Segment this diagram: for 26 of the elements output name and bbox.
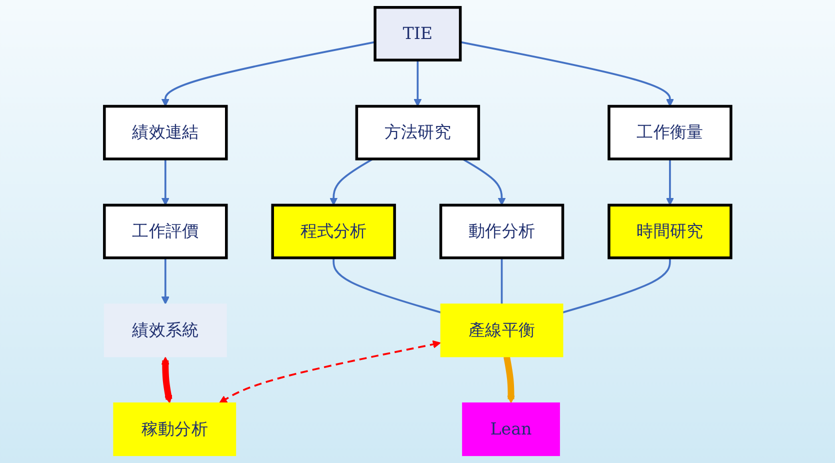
node-box: 產線平衡	[440, 304, 564, 358]
node-box: 稼動分析	[113, 402, 236, 456]
node-box: 工作評價	[102, 204, 228, 260]
arrow	[413, 60, 422, 107]
node-box: 程式分析	[271, 204, 396, 260]
arrow	[460, 41, 674, 107]
arrow	[161, 356, 172, 404]
node-box: 動作分析	[439, 204, 564, 260]
arrow	[462, 158, 506, 206]
arrow	[161, 41, 376, 107]
connector	[332, 258, 441, 314]
arrow	[161, 158, 170, 206]
node-box: 方法研究	[355, 104, 480, 160]
arrow	[666, 158, 674, 206]
arrow	[329, 158, 374, 206]
node-box: 績效系統	[104, 304, 227, 358]
node-box: 績效連結	[102, 104, 228, 160]
node-box: Lean	[462, 402, 560, 456]
node-box: 工作衡量	[607, 104, 732, 160]
arrow	[503, 356, 515, 404]
node-box: 時間研究	[607, 204, 732, 260]
arrow	[161, 258, 170, 304]
connector	[562, 258, 671, 314]
arrow	[218, 340, 441, 404]
node-box: TIE	[373, 6, 462, 62]
connector	[500, 258, 502, 304]
